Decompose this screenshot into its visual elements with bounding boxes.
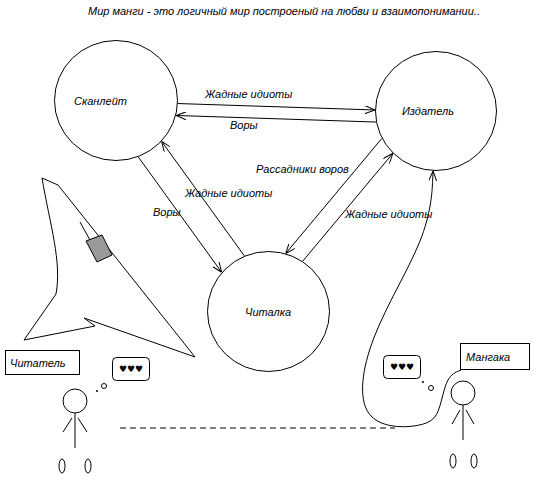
figure-arm: [78, 418, 87, 432]
node-label: Читатель: [10, 357, 66, 369]
figure-head: [63, 389, 87, 413]
figure-leg: [85, 459, 91, 473]
speech-bubble: ♥♥♥: [383, 355, 421, 379]
thought-dot: [422, 381, 424, 383]
figure-body: [75, 413, 76, 448]
box-node: Мангака: [460, 343, 530, 370]
speech-bubble: ♥♥♥: [112, 357, 150, 381]
figure-leg: [471, 454, 477, 468]
node-label: Издатель: [402, 105, 454, 117]
node-label: Читалка: [245, 306, 291, 318]
edge-label: Воры: [230, 119, 258, 131]
node-label: Сканлейт: [74, 95, 127, 107]
edge-label: Жадные идиоты: [185, 187, 272, 199]
circle-node: Читалка: [207, 251, 330, 372]
dashed-link: [120, 428, 395, 429]
cup-handle: [80, 222, 90, 240]
box-node: Читатель: [5, 350, 80, 375]
edge-label: Рассадники воров: [256, 163, 349, 175]
circle-outline: [208, 252, 330, 372]
reader-figure: [59, 389, 91, 473]
circle-node: Сканлейт: [54, 40, 178, 161]
node-label: Мангака: [466, 351, 510, 363]
figure-arm: [466, 410, 474, 424]
mangaka-figure: [450, 381, 477, 468]
connector-arrow: [178, 104, 375, 110]
edge-label: Жадные идиоты: [205, 88, 292, 100]
figure-body: [463, 405, 464, 440]
thought-dot: [429, 386, 434, 391]
connector-arrow: [286, 138, 382, 253]
bubble-outline: [113, 358, 150, 381]
edge-label: Жадные идиоты: [345, 208, 432, 220]
figure-leg: [450, 454, 456, 468]
node-label: ♥♥♥: [390, 362, 414, 372]
figure-arm: [452, 410, 460, 424]
grey-cup: [86, 235, 112, 262]
bubble-outline: [384, 356, 421, 379]
diagram-title: Мир манги - это логичный мир построеный …: [88, 5, 480, 17]
circle-node: Издатель: [375, 51, 497, 171]
thought-dot: [102, 384, 107, 389]
edge-label: Воры: [153, 206, 181, 218]
node-label: ♥♥♥: [119, 364, 143, 374]
circle-outline: [376, 52, 497, 171]
circle-outline: [55, 41, 178, 161]
figure-arm: [63, 418, 72, 432]
connector-arrow: [138, 157, 221, 272]
figure-leg: [59, 459, 65, 473]
connector-arrow: [176, 115, 376, 122]
figure-head: [451, 381, 475, 405]
funnel-arrow: [24, 178, 195, 357]
thought-dot: [96, 390, 98, 392]
